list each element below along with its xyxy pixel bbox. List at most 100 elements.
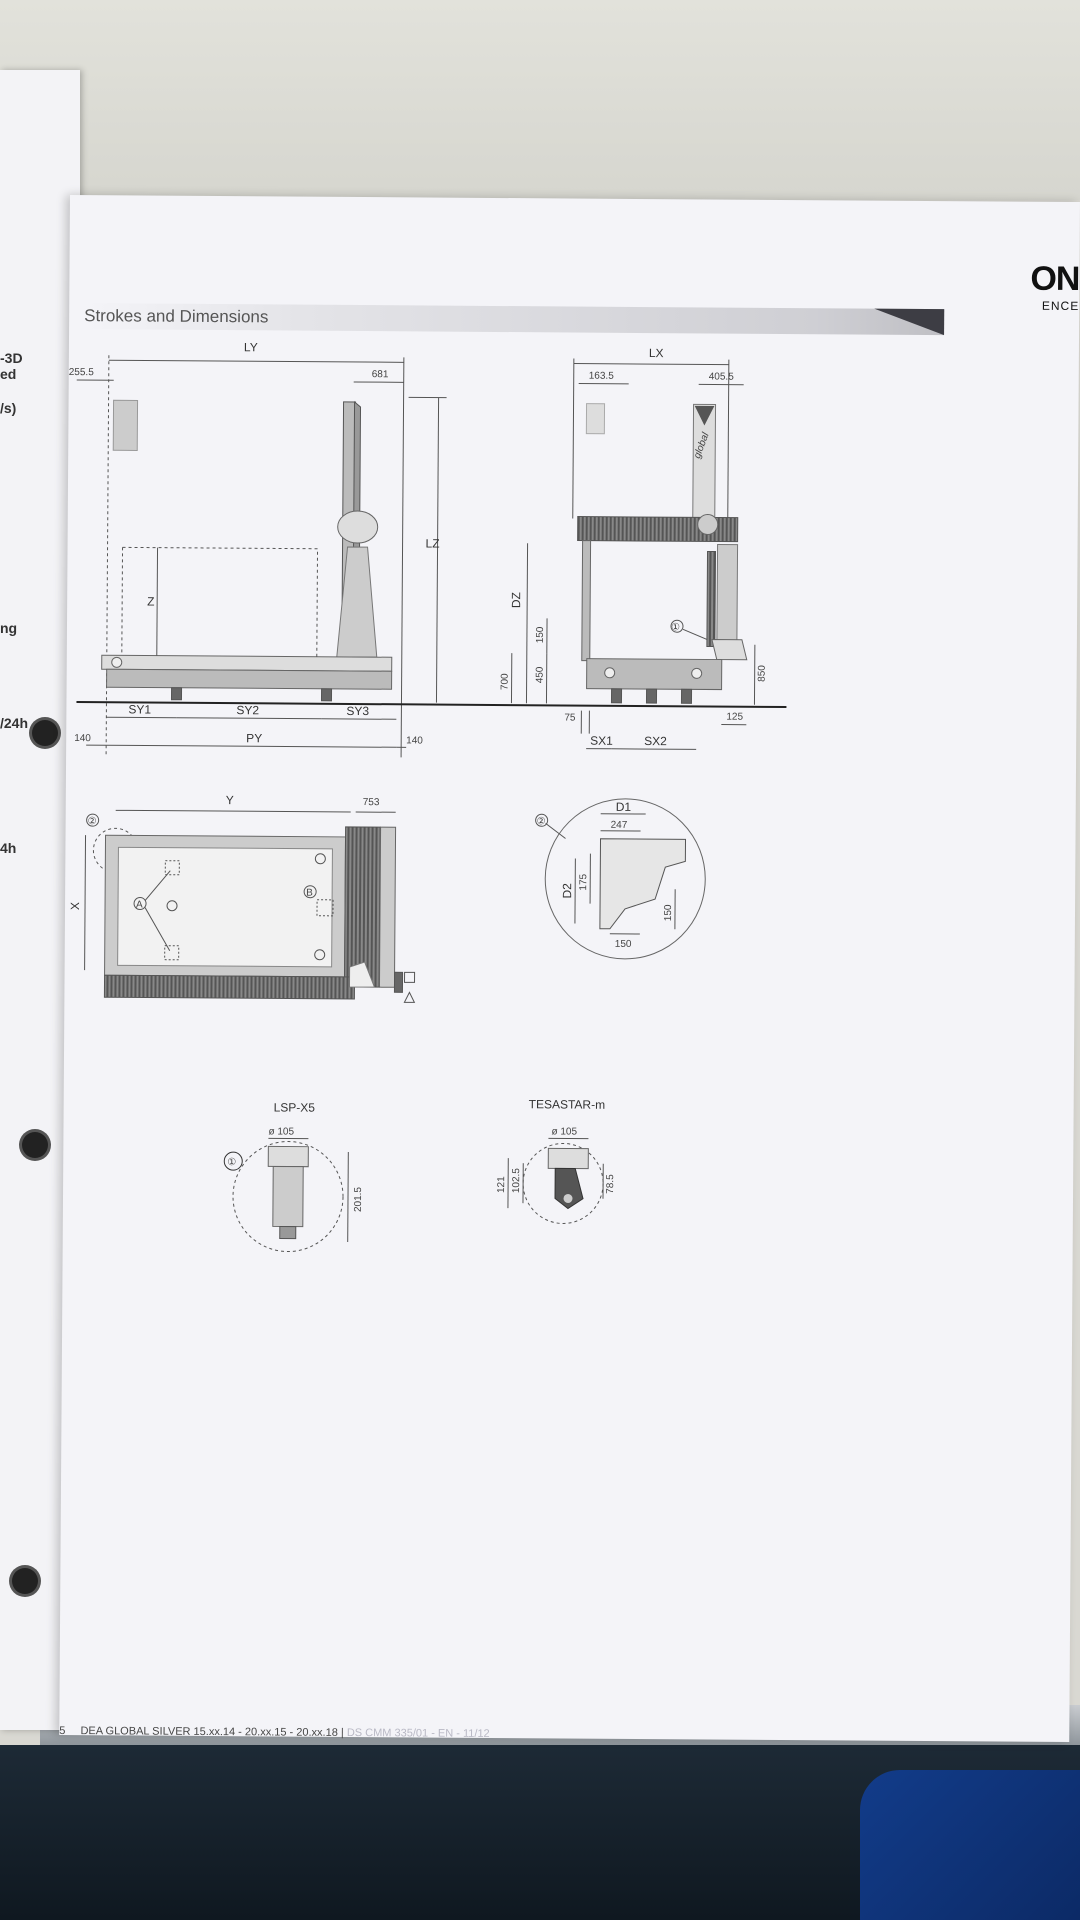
value-125: 125 [726, 712, 743, 723]
label-py: PY [246, 731, 262, 745]
label-lz: LZ [426, 536, 440, 550]
z-envelope [121, 547, 124, 656]
prev-page-fragment: ed [0, 366, 17, 382]
label-d1: D1 [616, 800, 632, 814]
foot [170, 687, 183, 701]
x-dim [84, 835, 87, 971]
machine-base [106, 668, 393, 690]
ext-line [572, 358, 575, 519]
top-view [84, 809, 416, 1003]
binder-hole [22, 1132, 48, 1158]
label-sy3: SY3 [346, 704, 369, 718]
left-leg [581, 540, 592, 662]
cover-block [112, 399, 139, 451]
value-247: 247 [611, 820, 628, 831]
marker-circle [670, 619, 684, 633]
dz-dim [525, 543, 529, 704]
value-150: 150 [535, 626, 546, 643]
value-140-right: 140 [406, 735, 423, 746]
document-page: ON ENCE Strokes and Dimensions [59, 195, 1080, 1743]
right-leg [706, 550, 717, 648]
leader-line [545, 822, 566, 839]
label-z: Z [147, 595, 154, 609]
value-700: 700 [500, 673, 511, 690]
probe-tesa-title: TESASTAR-m [529, 1097, 606, 1112]
mount-hole [164, 860, 180, 876]
column-head [337, 510, 379, 544]
marker-1-probe: ① [227, 1157, 236, 1168]
value-850: 850 [757, 665, 768, 682]
label-sy2: SY2 [236, 703, 259, 717]
marker-2-circle [86, 813, 100, 827]
label-d2: D2 [560, 883, 574, 899]
footer-text: DEA GLOBAL SILVER 15.xx.14 - 20.xx.15 - … [80, 1725, 344, 1739]
value-163-5: 163.5 [589, 371, 615, 382]
marker-2-detail-circle [535, 813, 549, 827]
z-ram [716, 544, 739, 646]
lx-dim [573, 363, 729, 366]
probe-body [554, 1167, 584, 1210]
label-dz: DZ [509, 592, 523, 608]
table-hole [166, 900, 178, 912]
probe-lsp-height: 201.5 [353, 1187, 364, 1213]
leader-line [682, 628, 708, 640]
marker-1-probe-circle [223, 1151, 243, 1171]
end-block [393, 971, 404, 993]
marker-2-detail: ② [537, 816, 546, 827]
ext-line [400, 357, 405, 758]
marker-2-top: ② [88, 816, 97, 827]
probe-mount [267, 1145, 309, 1168]
foot [320, 688, 333, 702]
foot [610, 688, 623, 704]
label-sx2: SX2 [644, 734, 667, 748]
prev-page-fragment: /s) [0, 400, 17, 416]
probe-lsp-view [223, 1137, 349, 1253]
prev-page-fragment: ng [0, 620, 18, 636]
prev-page-fragment: 4h [0, 840, 17, 856]
sy2-dim [176, 717, 322, 720]
triangle-symbol [403, 991, 416, 1003]
probe-tesa-diameter: ø 105 [551, 1126, 577, 1137]
dim-line [108, 359, 404, 363]
table-hole [314, 949, 326, 961]
z-dim [156, 547, 159, 656]
sy3-dim [321, 718, 397, 720]
probe-mount [547, 1147, 589, 1170]
probe-envelope [232, 1141, 344, 1253]
probe-tesa-121: 121 [496, 1176, 507, 1193]
value-753: 753 [363, 797, 380, 808]
column-top [694, 405, 715, 426]
label-b: B [306, 888, 313, 899]
label-ly: LY [244, 340, 258, 354]
prev-page-fragment: /24h [0, 715, 29, 731]
page-number: 5 [59, 1724, 66, 1738]
table-hole [314, 853, 326, 865]
label-sy1: SY1 [128, 702, 151, 716]
technical-drawing: LY 255.5 681 Z LZ SY1 SY2 SY3 PY 140 140 [68, 340, 787, 1253]
leader-line [144, 907, 171, 951]
marker-b-circle [303, 885, 317, 899]
prev-page-fragment: -3D [0, 350, 23, 366]
label-y: Y [226, 793, 234, 807]
y-rail [103, 974, 356, 1000]
blue-object [860, 1770, 1080, 1920]
value-255-5: 255.5 [69, 367, 95, 378]
cover-block [585, 403, 606, 435]
probe-tesa-102-5: 102.5 [511, 1168, 522, 1194]
height-dim [347, 1151, 349, 1242]
marker-1-front: ① [671, 622, 680, 633]
carriage-top [348, 961, 376, 988]
rail-end [111, 656, 123, 668]
ext-line [105, 355, 110, 756]
label-sx1: SX1 [590, 734, 613, 748]
y-dim [115, 809, 351, 813]
label-lx: LX [649, 346, 664, 360]
probe-joint [562, 1193, 574, 1205]
probe-lsp-title: LSP-X5 [274, 1100, 316, 1114]
binder-hole [12, 1568, 38, 1594]
probe-tip [279, 1225, 297, 1240]
value-150-h: 150 [615, 939, 632, 950]
table-hole [691, 667, 703, 679]
lz-dim [435, 397, 440, 703]
carriage [697, 513, 719, 535]
